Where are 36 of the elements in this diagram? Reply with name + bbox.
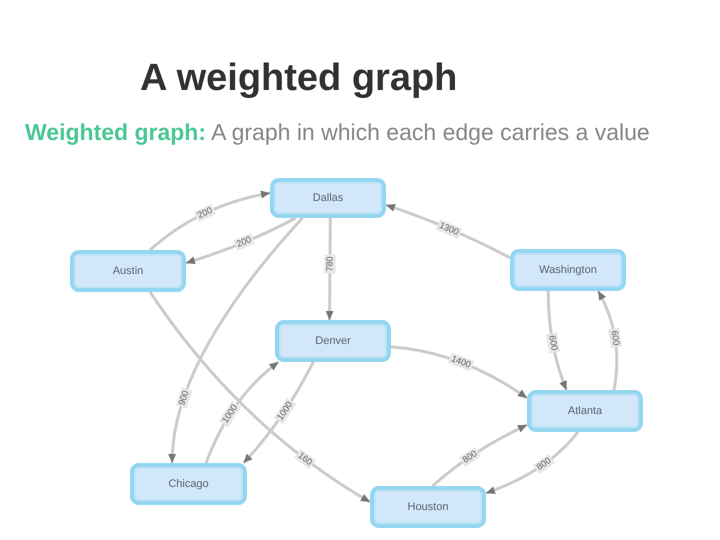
edge-label: 200 (194, 204, 216, 222)
edge-label: 1400 (447, 352, 474, 372)
arrow (546, 290, 568, 391)
edge-label: 600 (546, 332, 560, 354)
city-box (270, 178, 386, 218)
city-box (510, 249, 626, 291)
edge-label: 900 (176, 386, 192, 408)
city-box (370, 486, 486, 528)
edge-label: 1300 (436, 218, 462, 238)
city-name: Washington (539, 264, 597, 276)
arrow (148, 291, 371, 504)
arrow (432, 424, 528, 488)
title: A weighted graph (140, 57, 458, 100)
city-name: Austin (112, 265, 144, 277)
city-name: Atlanta (568, 405, 602, 417)
city-name: Houston (408, 501, 448, 513)
arrow (149, 190, 270, 252)
arrow (485, 431, 580, 495)
edge-label: 800 (533, 454, 555, 474)
city-box (527, 390, 643, 432)
city-box (70, 250, 186, 292)
arrow (326, 218, 334, 320)
edge-label: 600 (608, 328, 622, 349)
edge-label: 780 (324, 254, 336, 274)
edge-label: 800 (459, 446, 482, 467)
city-name: Dallas (312, 192, 344, 204)
city-box (275, 320, 391, 362)
arrow (186, 216, 296, 264)
arrow (596, 290, 618, 390)
city-name: Chicago (168, 478, 209, 490)
edge-label: 200 (233, 234, 256, 251)
city-name: Denver (315, 335, 351, 347)
edge-label: 160 (294, 448, 316, 470)
definition-text: Weighted graph: A graph in which each edge carries a value (25, 119, 650, 146)
city-box (130, 463, 247, 505)
arrow (168, 217, 304, 464)
